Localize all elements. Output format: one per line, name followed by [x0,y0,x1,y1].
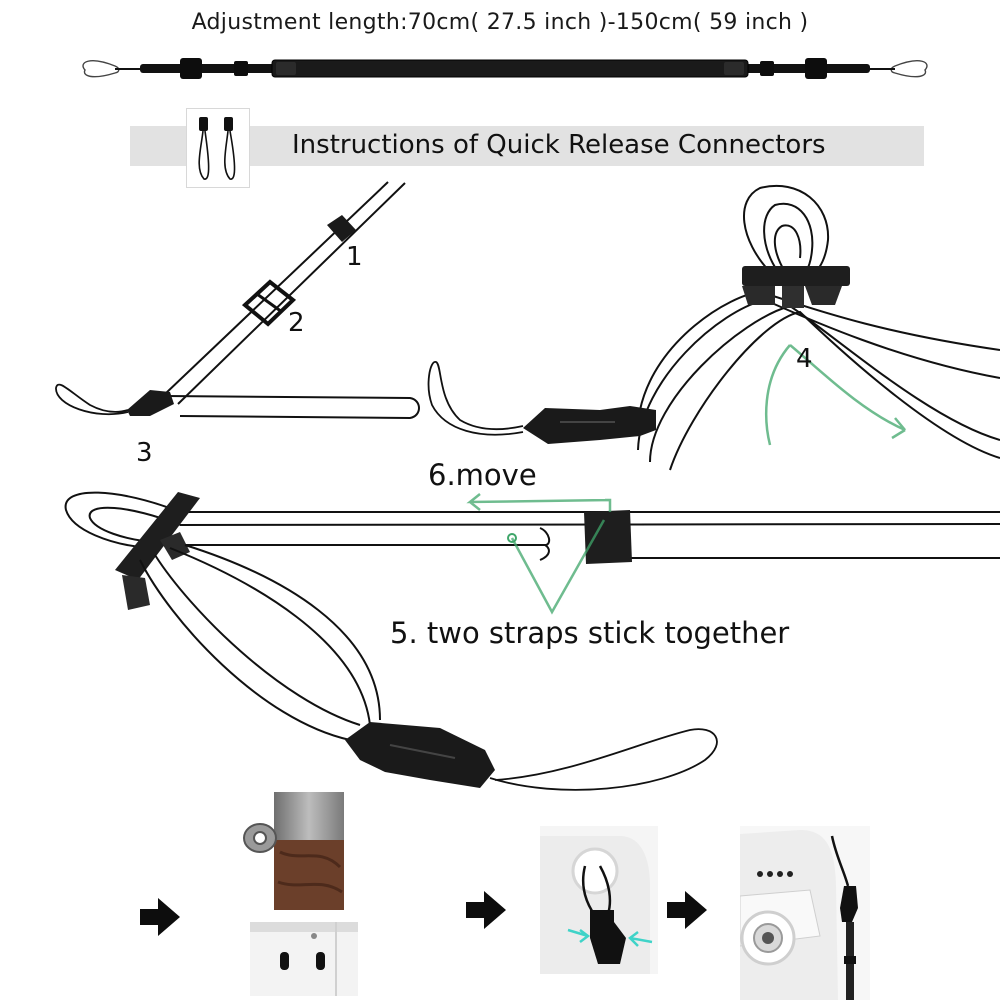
camera-with-strap-photo [740,826,870,1000]
arrow-right-icon [667,891,707,929]
strap-loop-keeper-drawing [427,185,1000,471]
lanyard-connectors-icon [186,108,250,188]
step-1-label: 1 [346,242,363,272]
step-6-label: 6.move [428,458,537,492]
camera-lug-photo [240,792,344,910]
arrow-right-icon [466,891,506,929]
strap-horizontal-drawing [64,491,1000,791]
adjustment-length-label: Adjustment length:70cm( 27.5 inch )-150c… [191,10,809,35]
step-2-label: 2 [288,308,305,338]
arrow-right-icon [140,898,180,936]
step-5-label: 5. two straps stick together [390,616,790,650]
banner-title: Instructions of Quick Release Connectors [292,130,826,160]
instructions-banner [130,126,924,166]
strap-diagonal-drawing [55,181,420,420]
connector-attached-photo [540,826,658,974]
step-4-label: 4 [796,344,813,374]
camera-strap-slot-photo [250,922,358,996]
step-3-label: 3 [136,438,153,468]
full-strap-illustration [82,58,928,79]
